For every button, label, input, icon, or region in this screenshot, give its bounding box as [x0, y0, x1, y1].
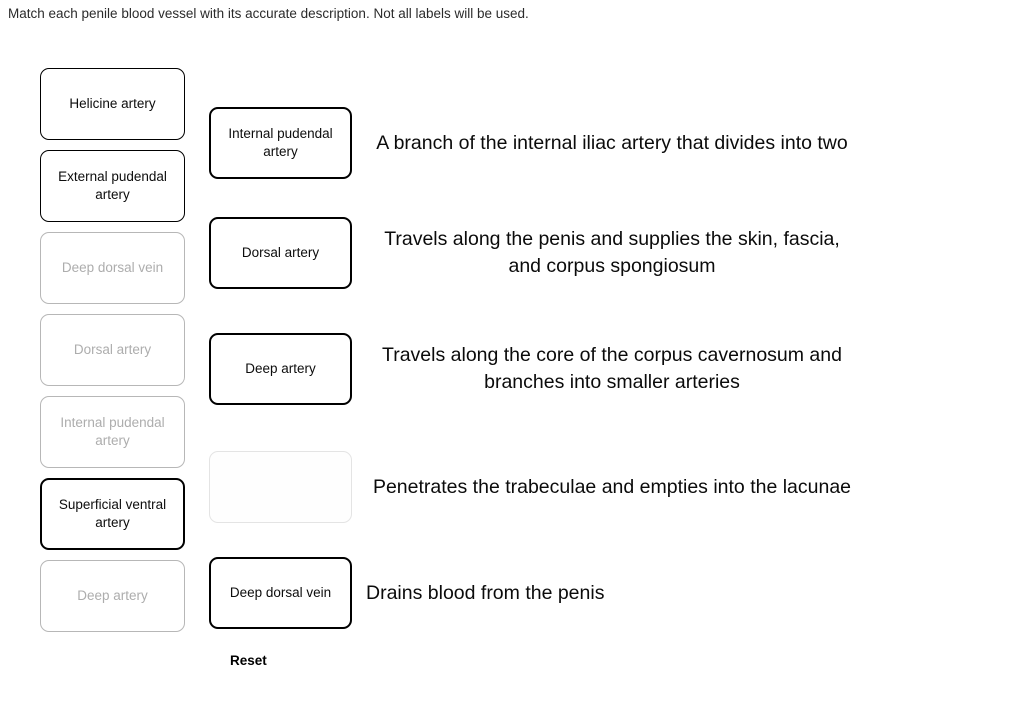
label-tile-deep-dorsal-vein: Deep dorsal vein — [40, 232, 185, 304]
dropzone-deep-dorsal-vein[interactable]: Deep dorsal vein — [209, 557, 352, 629]
description-text: Travels along the penis and supplies the… — [384, 228, 840, 277]
label-tile-deep-artery: Deep artery — [40, 560, 185, 632]
question-prompt: Match each penile blood vessel with its … — [8, 6, 529, 21]
label-tile-dorsal-artery: Dorsal artery — [40, 314, 185, 386]
reset-button[interactable]: Reset — [230, 651, 271, 670]
label-pool: Helicine artery External pudendal artery… — [40, 68, 185, 632]
description-text: Drains blood from the penis — [366, 581, 605, 604]
dropzone-deep-artery[interactable]: Deep artery — [209, 333, 352, 405]
match-row: Deep artery Travels along the core of th… — [209, 333, 858, 405]
description-text: Penetrates the trabeculae and empties in… — [372, 475, 852, 498]
match-row: Internal pudendal artery A branch of the… — [209, 107, 858, 179]
description-text: A branch of the internal iliac artery th… — [376, 131, 848, 154]
label-tile-superficial-ventral-artery[interactable]: Superficial ventral artery — [40, 478, 185, 550]
match-row: Dorsal artery Travels along the penis an… — [209, 217, 858, 289]
label-tile-external-pudendal-artery[interactable]: External pudendal artery — [40, 150, 185, 222]
match-row: Deep dorsal vein Drains blood from the p… — [209, 557, 604, 629]
dropzone-dorsal-artery[interactable]: Dorsal artery — [209, 217, 352, 289]
dropzone-internal-pudendal-artery[interactable]: Internal pudendal artery — [209, 107, 352, 179]
label-tile-helicine-artery[interactable]: Helicine artery — [40, 68, 185, 140]
dropzone-empty[interactable] — [209, 451, 352, 523]
description-text: Travels along the core of the corpus cav… — [382, 344, 842, 393]
label-tile-internal-pudendal-artery: Internal pudendal artery — [40, 396, 185, 468]
match-row: Penetrates the trabeculae and empties in… — [209, 451, 858, 523]
